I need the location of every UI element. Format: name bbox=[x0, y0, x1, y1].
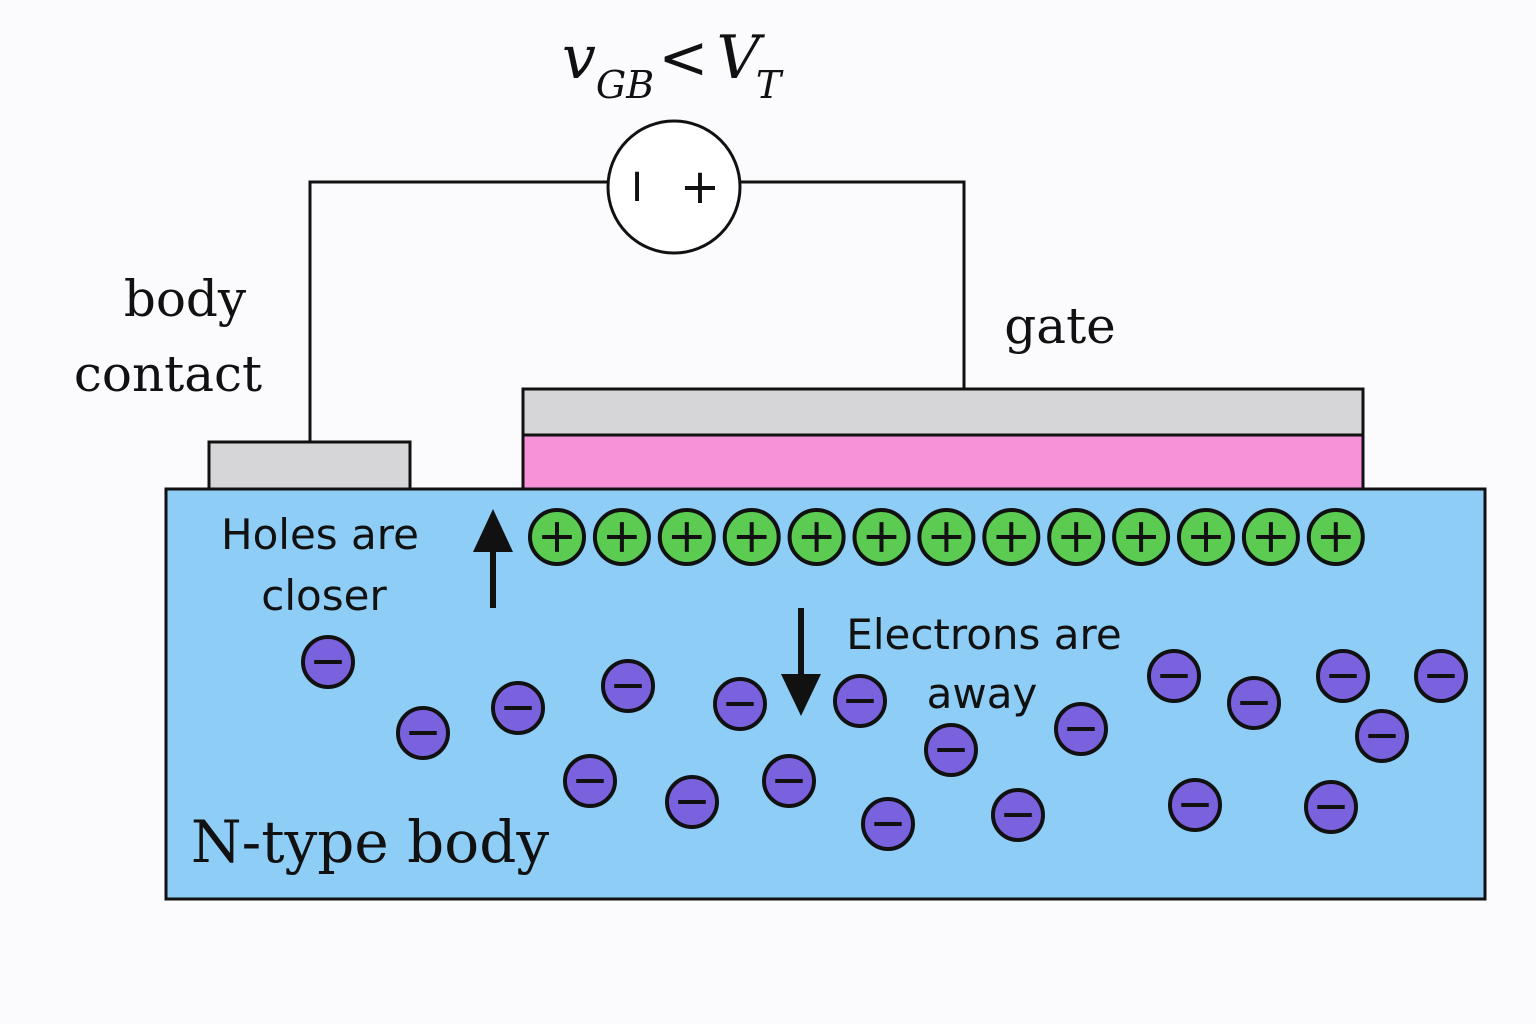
equation-operator: < bbox=[658, 23, 708, 93]
voltage-source-circle bbox=[606, 119, 742, 255]
source-minus-terminal: I bbox=[631, 165, 643, 211]
positive-charge bbox=[917, 508, 976, 566]
negative-charge bbox=[1227, 676, 1281, 730]
positive-charge bbox=[592, 508, 651, 566]
negative-charge bbox=[1054, 702, 1108, 756]
body-contact-label-line1: body bbox=[124, 270, 247, 328]
equation-V: V bbox=[716, 23, 765, 93]
positive-charge bbox=[982, 508, 1041, 566]
electrons-label-line2: away bbox=[927, 669, 1038, 718]
equation-V-subscript: T bbox=[756, 63, 784, 107]
equation-v: v bbox=[562, 23, 596, 93]
voltage-source: I + bbox=[606, 119, 742, 255]
positive-charge bbox=[1177, 508, 1235, 566]
positive-charge bbox=[787, 508, 846, 566]
positive-charge bbox=[852, 508, 911, 566]
gate-oxide bbox=[521, 433, 1365, 491]
negative-charge bbox=[924, 723, 978, 777]
positive-charge bbox=[657, 508, 716, 566]
negative-charge bbox=[1304, 780, 1358, 834]
gate-voltage-equation: vGB<VT bbox=[562, 23, 784, 107]
gate-metal bbox=[521, 387, 1365, 437]
holes-up-arrow bbox=[473, 509, 513, 608]
wire-body bbox=[308, 180, 608, 442]
negative-charge bbox=[563, 754, 617, 808]
electrons-label-line1: Electrons are bbox=[846, 610, 1121, 659]
negative-charge bbox=[1316, 649, 1370, 703]
positive-charge-row bbox=[528, 508, 1365, 566]
body-contact-pad bbox=[207, 440, 412, 491]
negative-charge bbox=[1414, 649, 1468, 703]
gate-label: gate bbox=[1004, 297, 1116, 355]
negative-charge bbox=[1168, 778, 1222, 832]
positive-charge bbox=[1306, 508, 1365, 566]
equation-v-subscript: GB bbox=[596, 63, 654, 107]
n-type-body-label: N-type body bbox=[191, 808, 549, 876]
positive-charge bbox=[1112, 508, 1171, 566]
holes-label-line1: Holes are bbox=[221, 510, 419, 559]
negative-charges bbox=[301, 635, 1468, 851]
negative-charge bbox=[861, 797, 915, 851]
holes-label-line2: closer bbox=[261, 571, 387, 620]
negative-charge bbox=[665, 775, 719, 829]
electrons-down-arrow bbox=[781, 608, 821, 716]
negative-charge bbox=[301, 635, 355, 689]
negative-charge bbox=[833, 674, 887, 728]
negative-charge bbox=[491, 681, 545, 735]
negative-charge bbox=[1147, 649, 1201, 703]
negative-charge bbox=[1355, 709, 1409, 763]
positive-charge bbox=[1241, 508, 1300, 566]
negative-charge bbox=[991, 788, 1045, 842]
negative-charge bbox=[396, 706, 450, 760]
wire-gate bbox=[740, 180, 966, 389]
source-plus-terminal: + bbox=[680, 159, 720, 215]
positive-charge bbox=[528, 508, 586, 566]
body-contact-label-line2: contact bbox=[74, 345, 262, 403]
negative-charge bbox=[713, 677, 767, 731]
positive-charge bbox=[1047, 508, 1106, 566]
positive-charge bbox=[722, 508, 781, 566]
negative-charge bbox=[762, 754, 816, 808]
negative-charge bbox=[601, 659, 655, 713]
